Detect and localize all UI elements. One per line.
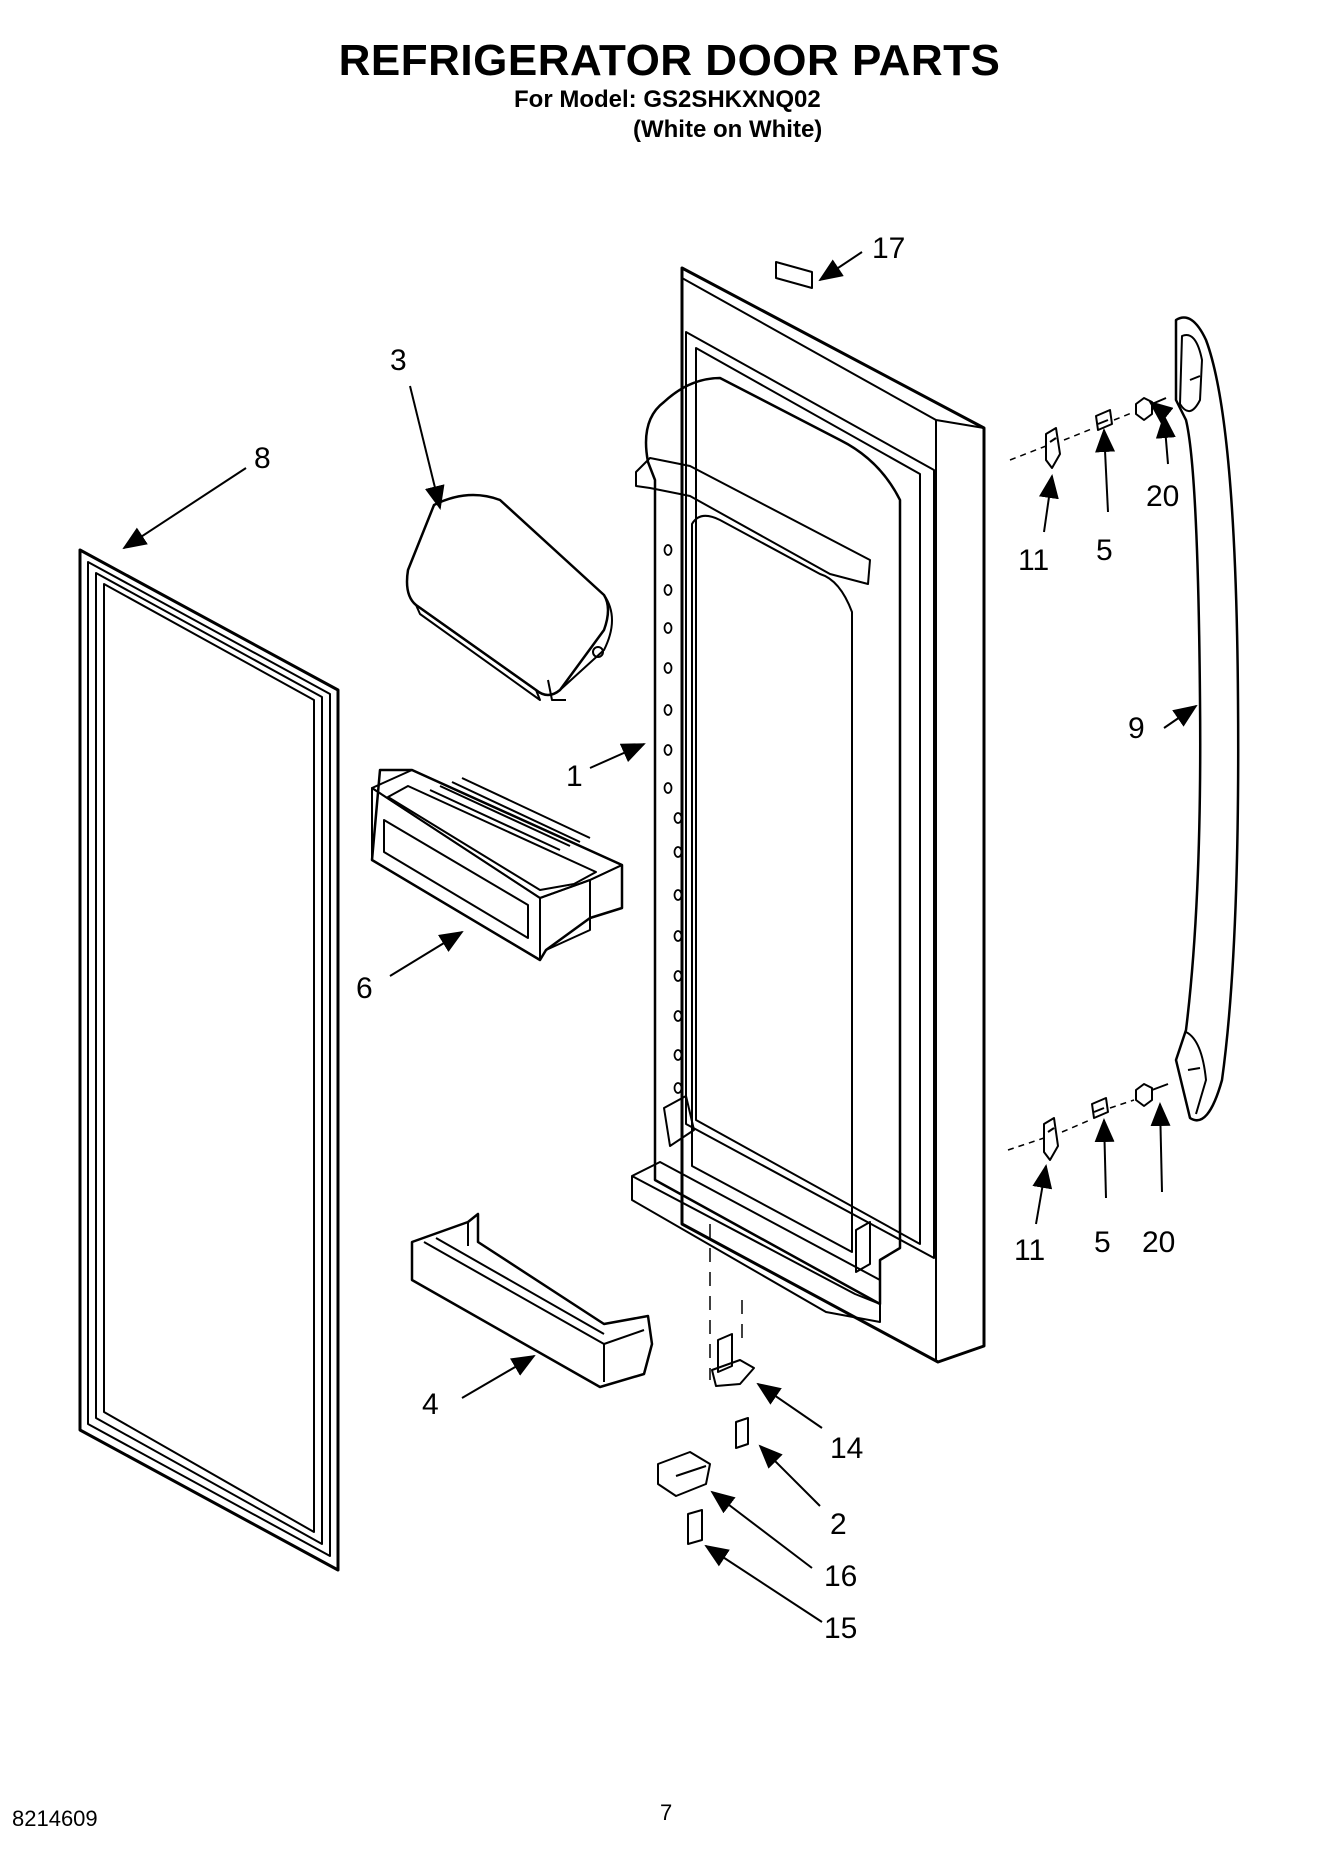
color-variant: (White on White) — [633, 116, 823, 143]
door-bin-part — [370, 768, 624, 962]
callout-11-upper: 11 — [1018, 544, 1050, 577]
callout-2: 2 — [830, 1508, 847, 1541]
callout-4: 4 — [422, 1388, 439, 1421]
callout-14: 14 — [830, 1432, 864, 1465]
callout-8: 8 — [254, 442, 271, 475]
leader-arrows — [122, 251, 1198, 1623]
upper-handle-hardware — [1009, 397, 1167, 469]
document-number: 8214609 — [12, 1806, 98, 1831]
callout-5-lower: 5 — [1094, 1226, 1111, 1259]
hinge-assembly — [657, 1224, 755, 1545]
dairy-door-part — [405, 493, 613, 701]
callout-5-upper: 5 — [1096, 534, 1113, 567]
door-handle-part — [1174, 316, 1240, 1122]
door-liner-part — [631, 266, 986, 1364]
callout-20-lower: 20 — [1142, 1226, 1176, 1259]
callout-17: 17 — [872, 232, 906, 265]
model-label-part — [775, 261, 813, 289]
callout-20-upper: 20 — [1146, 480, 1180, 513]
page-number: 7 — [660, 1800, 673, 1825]
door-gasket-part — [78, 548, 340, 1572]
callout-3: 3 — [390, 344, 407, 377]
model-number: For Model: GS2SHKXNQ02 — [514, 86, 821, 113]
callout-6: 6 — [356, 972, 373, 1005]
callout-9: 9 — [1128, 712, 1145, 745]
lower-handle-hardware — [1007, 1083, 1169, 1161]
callout-1: 1 — [566, 760, 583, 793]
page-title: REFRIGERATOR DOOR PARTS — [338, 36, 1001, 85]
callout-15: 15 — [824, 1612, 858, 1645]
callout-16: 16 — [824, 1560, 858, 1593]
callout-11-lower: 11 — [1014, 1234, 1046, 1267]
door-rail-part — [410, 1212, 654, 1389]
